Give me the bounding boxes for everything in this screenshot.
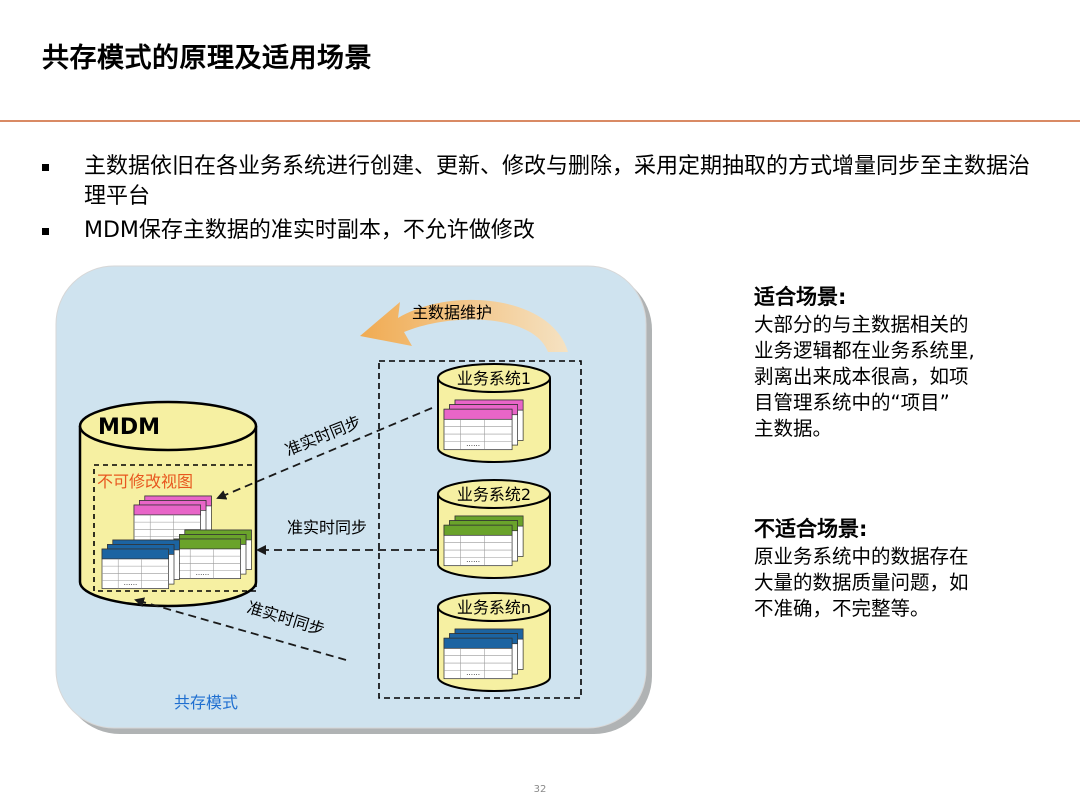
svg-text:······: ······ bbox=[466, 557, 480, 566]
bullet-item: 主数据依旧在各业务系统进行创建、更新、修改与删除，采用定期抽取的方式增量同步至主… bbox=[40, 152, 1050, 212]
suitable-line: 业务逻辑都在业务系统里, bbox=[754, 339, 975, 362]
suitable-line: 大部分的与主数据相关的 bbox=[754, 313, 969, 336]
business-system-n: 业务系统n ······ bbox=[437, 592, 551, 692]
mini-table: ······ bbox=[443, 637, 513, 680]
bullet-square-icon bbox=[42, 164, 49, 171]
business-system-label: 业务系统n bbox=[457, 598, 531, 617]
bullet-item: MDM保存主数据的准实时副本，不允许做修改 bbox=[40, 216, 1050, 246]
business-system-2: 业务系统2 ······ bbox=[437, 479, 551, 579]
title-divider bbox=[0, 120, 1080, 122]
bullet-text: MDM保存主数据的准实时副本，不允许做修改 bbox=[84, 218, 535, 243]
suitable-scenario-title: 适合场景: bbox=[754, 285, 847, 309]
business-system-1: 业务系统1 ······ bbox=[437, 363, 551, 463]
svg-text:······: ······ bbox=[466, 441, 480, 450]
readonly-view-box bbox=[93, 464, 257, 592]
suitable-scenario-block: 适合场景: 大部分的与主数据相关的 业务逻辑都在业务系统里, 剥离出来成本很高，… bbox=[754, 282, 1044, 442]
svg-text:······: ······ bbox=[124, 580, 138, 589]
suitable-line: 主数据。 bbox=[754, 417, 833, 440]
mdm-label: MDM bbox=[98, 415, 160, 440]
mdm-table-stack-blue: ······ bbox=[101, 539, 180, 589]
unsuitable-scenario-title: 不适合场景: bbox=[754, 517, 868, 541]
svg-text:······: ······ bbox=[466, 670, 480, 679]
business-system-label: 业务系统2 bbox=[457, 485, 531, 504]
page-title: 共存模式的原理及适用场景 bbox=[42, 43, 372, 74]
readonly-view-label: 不可修改视图 bbox=[97, 472, 193, 491]
system-table-stack: ······ bbox=[443, 628, 524, 680]
unsuitable-scenario-block: 不适合场景: 原业务系统中的数据存在 大量的数据质量问题，如 不准确，不完整等。 bbox=[754, 514, 1044, 622]
bullet-list: 主数据依旧在各业务系统进行创建、更新、修改与删除，采用定期抽取的方式增量同步至主… bbox=[40, 152, 1050, 250]
maintenance-arc bbox=[360, 299, 568, 352]
mini-table: ······ bbox=[443, 408, 513, 451]
suitable-line: 剥离出来成本很高，如项 bbox=[754, 365, 969, 388]
bullet-text: 主数据依旧在各业务系统进行创建、更新、修改与删除，采用定期抽取的方式增量同步至主… bbox=[84, 154, 1031, 209]
system-table-stack: ······ bbox=[443, 399, 524, 451]
mdm-table-stack-green: ······ bbox=[173, 529, 252, 579]
page-number: 32 bbox=[533, 784, 547, 795]
maintenance-label: 主数据维护 bbox=[412, 303, 492, 322]
mode-label: 共存模式 bbox=[174, 693, 238, 712]
suitable-line: 目管理系统中的“项目” bbox=[754, 391, 950, 414]
bullet-square-icon bbox=[42, 228, 49, 235]
mini-table: ······ bbox=[173, 538, 241, 579]
business-system-label: 业务系统1 bbox=[457, 369, 531, 388]
unsuitable-line: 原业务系统中的数据存在 bbox=[754, 545, 969, 568]
system-table-stack: ······ bbox=[443, 515, 524, 567]
svg-text:······: ······ bbox=[196, 570, 210, 579]
sync-label-middle: 准实时同步 bbox=[287, 518, 367, 537]
sync-arrow-bottom bbox=[134, 597, 347, 661]
mini-table: ······ bbox=[443, 524, 513, 567]
unsuitable-line: 不准确，不完整等。 bbox=[754, 597, 930, 620]
mini-table: ······ bbox=[101, 548, 169, 589]
systems-group-box bbox=[378, 360, 582, 699]
unsuitable-line: 大量的数据质量问题，如 bbox=[754, 571, 969, 594]
